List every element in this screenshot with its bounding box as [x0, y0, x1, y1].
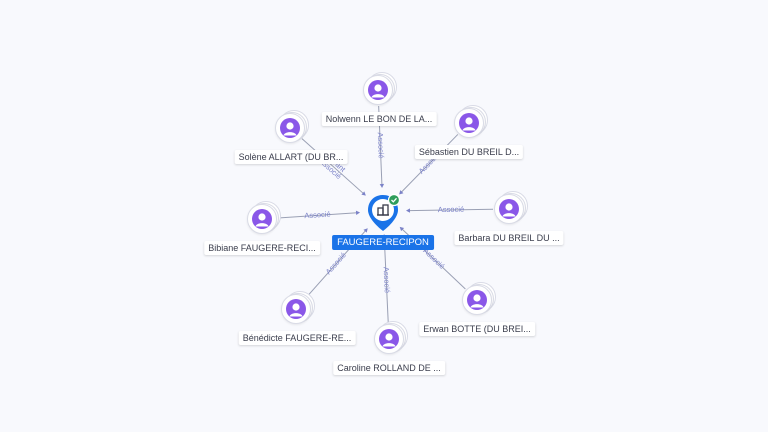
edge-sebastien: [400, 134, 459, 193]
avatar[interactable]: [454, 108, 484, 138]
person-label[interactable]: Nolwenn LE BON DE LA...: [321, 112, 437, 126]
edge-label-benedicte: Associé: [324, 251, 348, 277]
building-icon: [377, 204, 389, 216]
avatar-stack: [494, 191, 528, 224]
avatar[interactable]: [462, 285, 492, 315]
avatar-stack: [247, 201, 281, 234]
avatar[interactable]: [494, 194, 524, 224]
edge-arrow-benedicte: [363, 228, 368, 233]
person-icon: [499, 199, 519, 219]
edge-barbara: [408, 208, 494, 212]
person-icon: [368, 80, 388, 100]
avatar[interactable]: [281, 294, 311, 324]
edge-label-nolwenn: Associé: [376, 132, 386, 159]
edge-label-caroline: Associé: [382, 267, 392, 294]
edge-arrow-erwan: [399, 226, 405, 232]
person-icon: [459, 113, 479, 133]
person-icon: [379, 329, 399, 349]
edge-arrow-solene: [361, 191, 366, 196]
edge-caroline: [383, 236, 389, 324]
avatar-stack: [275, 110, 309, 143]
edge-arrow-barbara: [405, 208, 411, 213]
check-badge-icon: [387, 193, 400, 207]
avatar[interactable]: [363, 75, 393, 105]
person-label[interactable]: Erwan BOTTE (DU BREI...: [419, 322, 535, 336]
avatar-stack: [281, 291, 315, 324]
person-label[interactable]: Caroline ROLLAND DE ...: [333, 361, 445, 375]
person-label[interactable]: Barbara DU BREIL DU ...: [454, 231, 564, 245]
edge-arrow-nolwenn: [379, 183, 385, 189]
edge-label-barbara: Associé: [438, 205, 464, 214]
edge-solene: [301, 138, 364, 195]
edge-arrow-sebastien: [399, 190, 404, 195]
person-label[interactable]: Sébastien DU BREIL D...: [414, 145, 524, 159]
edge-bibiane: [277, 212, 358, 219]
map-pin-icon: [368, 193, 400, 231]
person-icon: [467, 290, 487, 310]
edge-arrow-bibiane: [355, 210, 361, 215]
avatar-stack: [454, 105, 488, 138]
person-icon: [286, 299, 306, 319]
avatar-stack: [363, 72, 397, 105]
edge-label-bibiane: Associé: [304, 209, 331, 220]
avatar[interactable]: [275, 113, 305, 143]
company-label[interactable]: FAUGERE-RECIPON: [332, 235, 434, 250]
person-label[interactable]: Bibiane FAUGERE-RECI...: [204, 241, 320, 255]
person-icon: [252, 209, 272, 229]
person-icon: [280, 118, 300, 138]
avatar-stack: [374, 321, 408, 354]
avatar[interactable]: [247, 204, 277, 234]
person-label[interactable]: Solène ALLART (DU BR...: [234, 150, 348, 164]
avatar-stack: [462, 282, 496, 315]
person-label[interactable]: Bénédicte FAUGERE-RE...: [238, 331, 356, 345]
avatar[interactable]: [374, 324, 404, 354]
